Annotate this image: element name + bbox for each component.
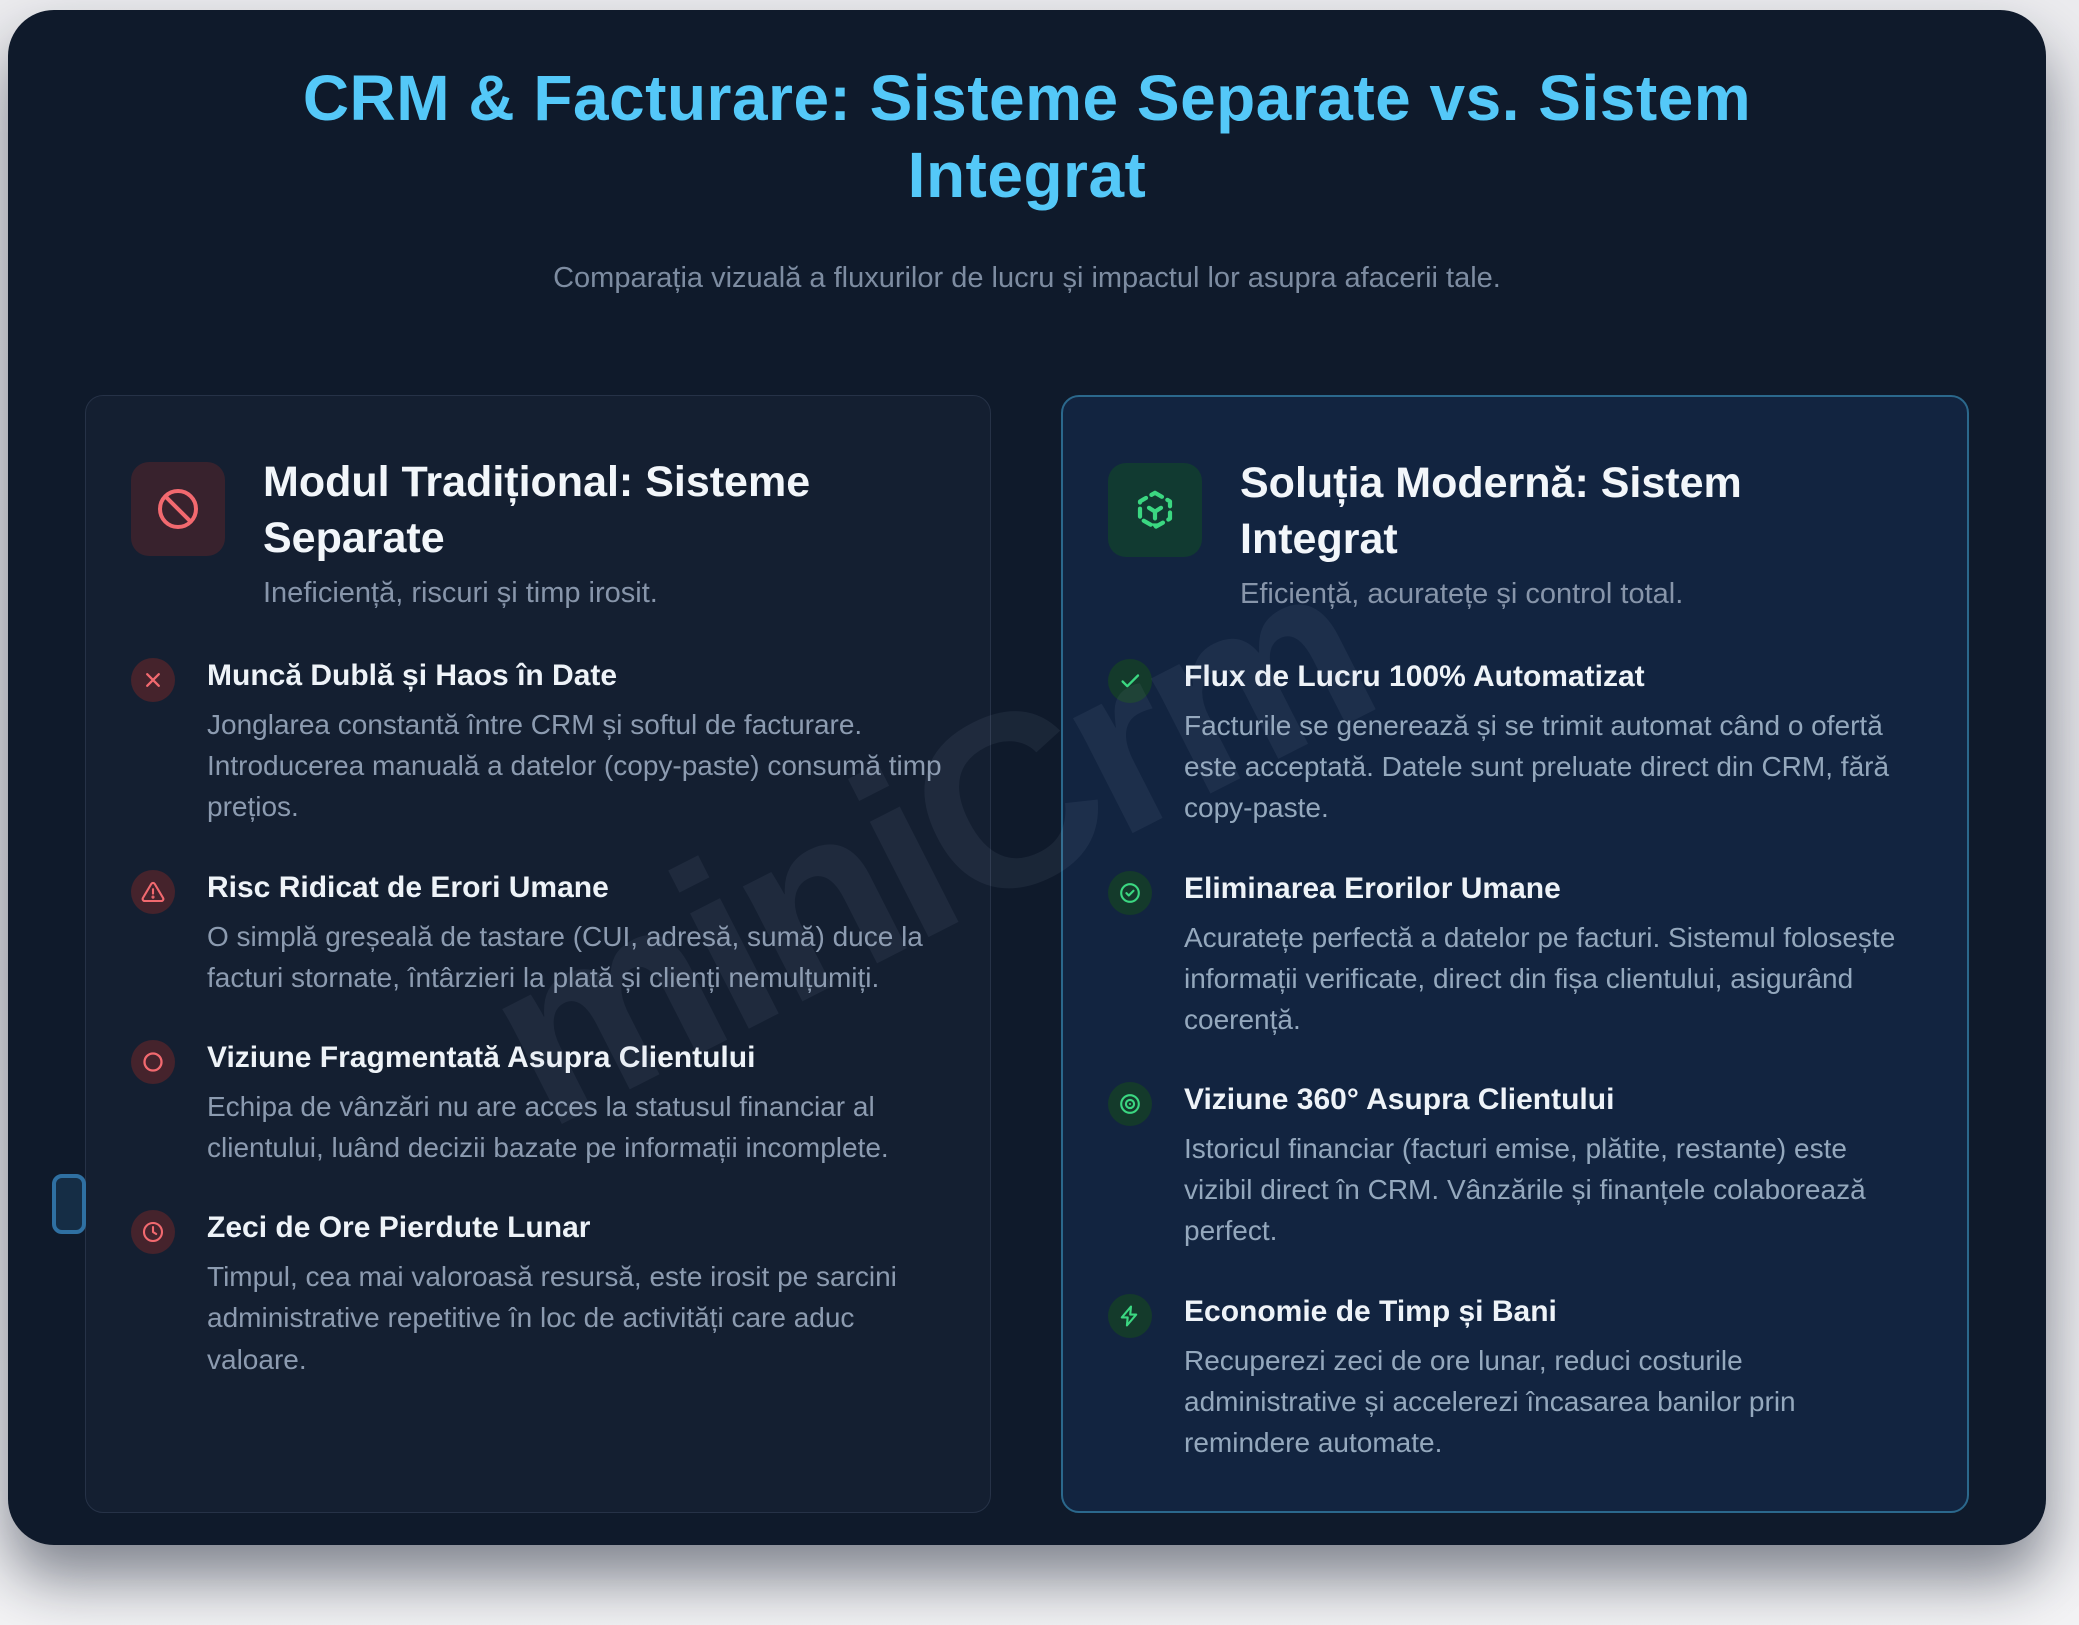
integrated-card-title: Soluția Modernă: Sistem Integrat [1240,458,1742,564]
comparison-cards: Modul Tradițional: Sisteme Separate Inef… [8,394,2046,1513]
integrated-card-heading: Soluția Modernă: Sistem Integrat Eficien… [1240,455,1890,612]
circle-icon [131,1039,175,1084]
item-body: Echipa de vânzări nu are acces la status… [207,1090,889,1164]
traditional-items: Muncă Dublă și Haos în Date Jonglarea co… [131,656,945,1380]
check-icon [1108,659,1152,704]
check-circle-icon [1108,870,1152,915]
infographic-panel: CRM & Facturare: Sisteme Separate vs. Si… [8,10,2046,1545]
decorative-blue-fragment [52,1174,86,1234]
x-icon [131,658,175,703]
traditional-card-subtitle: Ineficiență, riscuri și timp irosit. [263,577,658,610]
list-item: Viziune 360° Asupra Clientului Istoricul… [1108,1080,1922,1251]
item-body: O simplă greșeală de tastare (CUI, adres… [207,920,923,993]
traditional-systems-card: Modul Tradițional: Sisteme Separate Inef… [85,394,991,1513]
item-title: Flux de Lucru 100% Automatizat [1184,660,1645,694]
integrated-items: Flux de Lucru 100% Automatizat Facturile… [1108,657,1922,1463]
page-title: CRM & Facturare: Sisteme Separate vs. Si… [302,62,1752,211]
list-item: Zeci de Ore Pierdute Lunar Timpul, cea m… [131,1208,945,1379]
list-item-text: Risc Ridicat de Erori Umane O simplă gre… [207,868,945,998]
list-item: Flux de Lucru 100% Automatizat Facturile… [1108,657,1922,828]
list-item-text: Viziune 360° Asupra Clientului Istoricul… [1184,1080,1922,1251]
list-item: Eliminarea Erorilor Umane Acuratețe perf… [1108,869,1922,1040]
item-title: Economie de Timp și Bani [1184,1294,1557,1328]
item-title: Muncă Dublă și Haos în Date [207,659,618,693]
integrated-system-card: Soluția Modernă: Sistem Integrat Eficien… [1061,394,1969,1513]
target-icon [1108,1082,1152,1127]
list-item: Muncă Dublă și Haos în Date Jonglarea co… [131,656,945,827]
integrated-card-header: Soluția Modernă: Sistem Integrat Eficien… [1108,455,1922,612]
item-body: Facturile se generează și se trimit auto… [1184,710,1890,824]
list-item-text: Flux de Lucru 100% Automatizat Facturile… [1184,657,1922,828]
item-title: Viziune Fragmentată Asupra Clientului [207,1040,756,1074]
clock-icon [131,1210,175,1255]
traditional-card-title: Modul Tradițional: Sisteme Separate [263,457,811,563]
page-subtitle: Comparația vizuală a fluxurilor de lucru… [553,261,1501,294]
integrated-card-subtitle: Eficiență, acuratețe și control total. [1240,578,1684,611]
item-title: Viziune 360° Asupra Clientului [1184,1083,1615,1117]
list-item-text: Zeci de Ore Pierdute Lunar Timpul, cea m… [207,1208,945,1379]
list-item-text: Eliminarea Erorilor Umane Acuratețe perf… [1184,869,1922,1040]
item-body: Recuperezi zeci de ore lunar, reduci cos… [1184,1344,1796,1458]
list-item: Economie de Timp și Bani Recuperezi zeci… [1108,1292,1922,1463]
list-item: Viziune Fragmentată Asupra Clientului Ec… [131,1038,945,1168]
list-item-text: Muncă Dublă și Haos în Date Jonglarea co… [207,656,945,827]
traditional-card-heading: Modul Tradițional: Sisteme Separate Inef… [263,454,913,611]
item-body: Acuratețe perfectă a datelor pe facturi.… [1184,921,1896,1035]
list-item-text: Economie de Timp și Bani Recuperezi zeci… [1184,1292,1922,1463]
list-item-text: Viziune Fragmentată Asupra Clientului Ec… [207,1038,945,1168]
list-item: Risc Ridicat de Erori Umane O simplă gre… [131,868,945,998]
traditional-card-header: Modul Tradițional: Sisteme Separate Inef… [131,454,945,611]
zap-icon [1108,1293,1152,1338]
item-title: Zeci de Ore Pierdute Lunar [207,1211,591,1245]
item-body: Jonglarea constantă între CRM și softul … [207,709,942,823]
item-body: Timpul, cea mai valoroasă resursă, este … [207,1261,897,1375]
item-title: Eliminarea Erorilor Umane [1184,871,1561,905]
alert-triangle-icon [131,869,175,914]
item-body: Istoricul financiar (facturi emise, plăt… [1184,1133,1866,1247]
integration-icon [1108,462,1202,557]
ban-icon [131,461,225,556]
item-title: Risc Ridicat de Erori Umane [207,870,609,904]
